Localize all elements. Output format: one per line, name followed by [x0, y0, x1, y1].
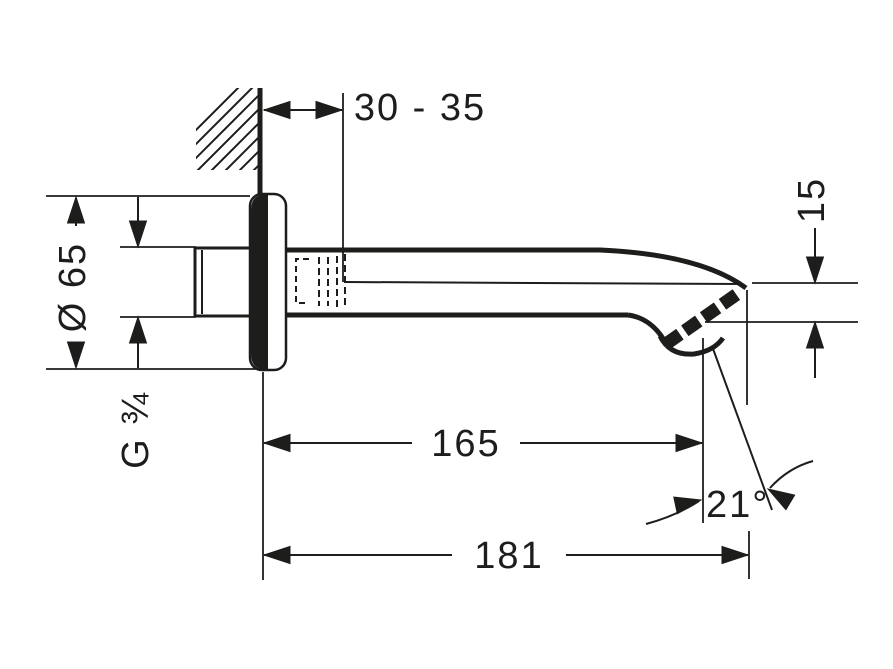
dim-label-outlet-angle: 21°	[706, 484, 769, 526]
arrowhead-up	[805, 320, 825, 349]
spout-top-contour	[286, 247, 748, 291]
wall-section	[196, 88, 263, 196]
dimension-reach: 165	[262, 372, 704, 580]
dimension-wall-clearance: 30 - 35	[262, 87, 486, 282]
wall-hatching-icon	[196, 88, 258, 170]
dimension-outlet-angle: 21°	[645, 290, 814, 526]
arrowhead-right	[673, 496, 703, 515]
angle-slanted-line	[711, 345, 773, 511]
aerator-outlet	[657, 286, 744, 357]
arrowhead-right	[721, 545, 750, 565]
spout-body	[286, 247, 748, 357]
arrowhead-left	[766, 488, 796, 511]
arrowhead-left	[262, 545, 291, 565]
arrowhead-down	[128, 220, 148, 249]
arrowhead-right	[675, 433, 704, 453]
arrowhead-left	[262, 100, 291, 120]
arrowhead-down	[805, 256, 825, 285]
arrowhead-down	[66, 341, 86, 370]
dimension-overall-length: 181	[262, 531, 750, 579]
dimension-flange-diameter: Ø 65	[46, 195, 264, 370]
arrowhead-left	[262, 433, 291, 453]
arrowhead-right	[315, 100, 344, 120]
hidden-thread-detail	[295, 254, 346, 308]
dim-label-overall-length: 181	[474, 535, 543, 577]
arrowhead-up	[66, 195, 86, 224]
dim-label-thread-size: G ¾	[115, 391, 157, 469]
aerator-lip	[657, 334, 726, 357]
dim-label-wall-clearance: 30 - 35	[354, 87, 486, 129]
dim-label-flange-diameter: Ø 65	[52, 242, 94, 332]
arrowhead-up	[128, 315, 148, 344]
dim-label-reach: 165	[431, 423, 500, 465]
escutcheon-flange	[248, 192, 288, 372]
spout-inner-line	[343, 281, 743, 285]
dimension-outlet-drop: 15	[705, 177, 858, 378]
angle-leader-right	[769, 460, 814, 489]
dimension-thread-size: G ¾	[115, 197, 196, 469]
escutcheon-shadow-band	[251, 195, 268, 369]
dim-label-outlet-drop: 15	[791, 177, 833, 223]
spout-underside-slope	[627, 312, 667, 342]
supply-pipe	[193, 246, 254, 318]
aerator-slotted-face	[662, 286, 744, 350]
